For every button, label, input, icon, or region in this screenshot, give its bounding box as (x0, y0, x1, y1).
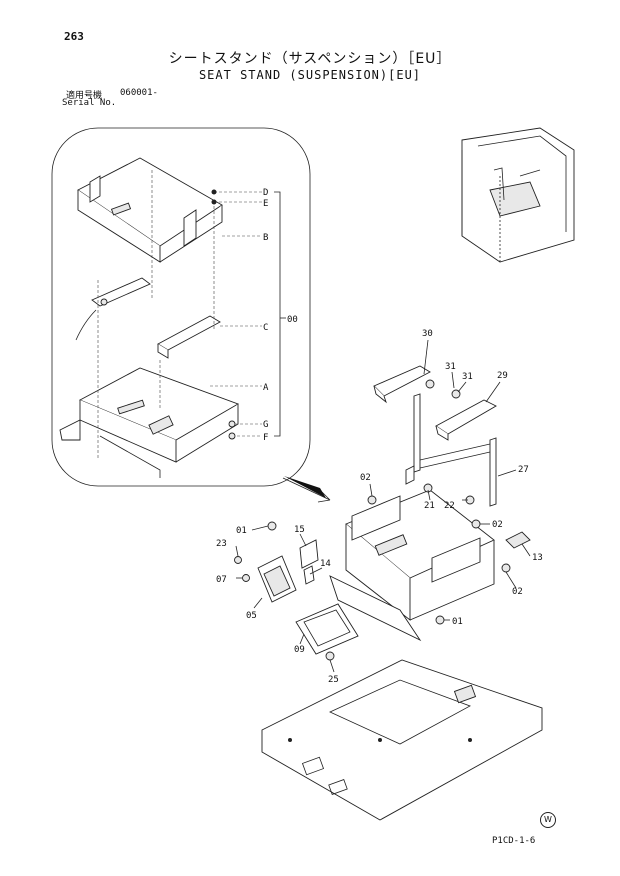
group-label-d: D (263, 188, 268, 198)
part-d-marker (211, 189, 217, 195)
inset-slide-rail (75, 277, 221, 359)
group-label-a: A (263, 383, 269, 393)
bolt-25 (325, 651, 335, 661)
callout-22: 22 (444, 501, 455, 511)
callout-29: 29 (497, 371, 508, 381)
figure-code: P1CD-1-6 (492, 836, 536, 846)
group-assembly-label: 00 (287, 315, 298, 325)
detail-inset-frame (51, 127, 311, 487)
inset-top-plate (77, 157, 223, 263)
seat-stand-body (329, 489, 495, 642)
callout-27: 27 (518, 465, 529, 475)
inset-lower-frame (59, 367, 240, 478)
floor-plate (261, 659, 543, 821)
callout-01a: 01 (236, 526, 247, 536)
bolt-02b (471, 519, 481, 529)
control-box-05 (257, 555, 297, 603)
armrest-left (373, 365, 431, 404)
callout-25: 25 (328, 675, 339, 685)
callout-23: 23 (216, 539, 227, 549)
callout-21: 21 (424, 501, 435, 511)
callout-09: 09 (294, 645, 305, 655)
callout-01b: 01 (452, 617, 463, 627)
callout-07: 07 (216, 575, 227, 585)
watermark-stamp: W (540, 812, 556, 828)
inset-pointer-arrowhead (284, 476, 326, 498)
callout-13: 13 (532, 553, 543, 563)
group-label-f: F (263, 433, 268, 443)
bolt-01a (267, 521, 277, 531)
callout-31a: 31 (445, 362, 456, 372)
inset-pointer-arrow (282, 477, 331, 503)
page-title-english: SEAT STAND (SUSPENSION)[EU] (198, 68, 422, 82)
part-e-marker (211, 199, 217, 205)
group-label-g: G (263, 420, 268, 430)
callout-02b: 02 (492, 520, 503, 530)
bolt-23 (234, 556, 242, 564)
group-label-e: E (263, 199, 268, 209)
serial-label-japanese: 適用号機 (66, 91, 103, 101)
callout-02c: 02 (512, 587, 523, 597)
bolt-02c (501, 563, 511, 573)
callout-15: 15 (294, 525, 305, 535)
group-label-c: C (263, 323, 268, 333)
group-label-b: B (263, 233, 268, 243)
part-14 (303, 565, 315, 585)
part-f-marker (228, 432, 236, 440)
bolt-07 (242, 574, 250, 582)
bolt-02a (367, 495, 377, 505)
armrest-right (435, 399, 497, 441)
serial-number-value: 060001- (120, 88, 158, 98)
part-g-marker (228, 420, 236, 428)
callout-31b: 31 (462, 372, 473, 382)
inset-leader-lines (97, 170, 262, 460)
group-bracket (274, 191, 281, 437)
serial-label-english: Serial No. (62, 98, 117, 108)
callout-05: 05 (246, 611, 257, 621)
cover-09 (295, 603, 359, 655)
page-title-japanese: シートスタンド（サスペンション）［EU］ (168, 51, 452, 67)
part-13 (505, 531, 531, 549)
callout-30: 30 (422, 329, 433, 339)
cab-thumbnail (461, 127, 575, 263)
armrest-brackets (405, 393, 497, 507)
callout-leaders (235, 339, 531, 673)
bolt-01b (435, 615, 445, 625)
part-15 (299, 539, 319, 569)
callout-14: 14 (320, 559, 331, 569)
page-number: 263 (64, 30, 84, 43)
callout-02a: 02 (360, 473, 371, 483)
bolt-31a (425, 379, 435, 389)
